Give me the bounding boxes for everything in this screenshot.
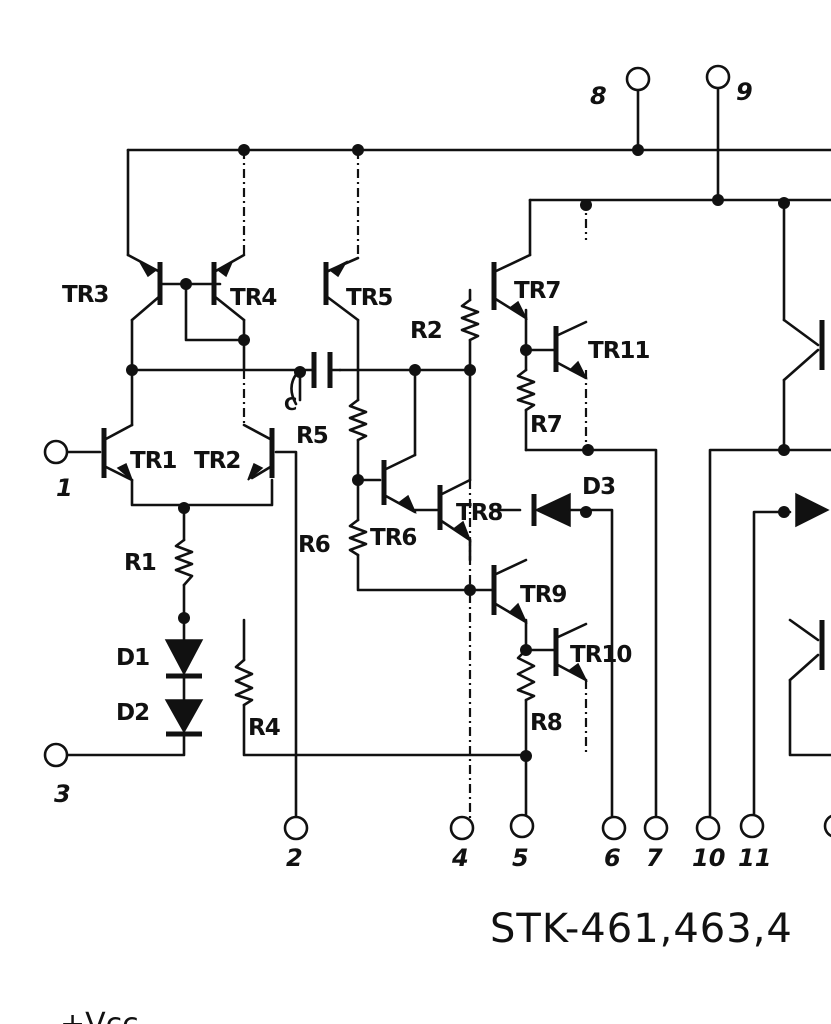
transistor-TR7 bbox=[491, 253, 532, 321]
label-C: C bbox=[284, 394, 297, 415]
pin-label-9: 9 bbox=[736, 78, 753, 106]
pin-7-terminal bbox=[643, 815, 669, 841]
transistor-partial-right-upper bbox=[782, 318, 825, 382]
label-TR6: TR6 bbox=[370, 525, 416, 551]
transistor-TR1 bbox=[101, 423, 134, 482]
capacitor-C bbox=[290, 352, 342, 406]
transistor-TR8 bbox=[437, 478, 472, 543]
pin-label-10: 10 bbox=[692, 844, 725, 872]
label-R8: R8 bbox=[530, 710, 562, 736]
pin-8-terminal bbox=[625, 66, 651, 92]
resistor-R2 bbox=[460, 298, 480, 342]
pin-label-5: 5 bbox=[512, 844, 529, 872]
label-R5: R5 bbox=[296, 423, 328, 449]
label-TR10: TR10 bbox=[570, 642, 631, 668]
label-R6: R6 bbox=[298, 532, 330, 558]
label-TR4: TR4 bbox=[230, 285, 276, 311]
diode-partial-right bbox=[795, 492, 830, 528]
transistor-partial-right-lower bbox=[788, 618, 825, 682]
pin-label-6: 6 bbox=[604, 844, 621, 872]
pin-label-11: 11 bbox=[738, 844, 771, 872]
label-TR3: TR3 bbox=[62, 282, 108, 308]
pin-label-7: 7 bbox=[646, 844, 663, 872]
label-TR1: TR1 bbox=[130, 448, 176, 474]
resistor-R7 bbox=[516, 368, 536, 412]
pin-5-terminal bbox=[509, 813, 535, 839]
diagram-title: STK-461,463,4 bbox=[490, 906, 793, 952]
label-TR8: TR8 bbox=[456, 500, 502, 526]
supply-label: +Vcc bbox=[60, 1007, 139, 1024]
label-R2: R2 bbox=[410, 318, 442, 344]
pin-partial-terminal bbox=[823, 814, 831, 838]
resistor-R6 bbox=[348, 518, 368, 557]
label-D1: D1 bbox=[116, 645, 149, 671]
component-labels: TR3 TR4 TR5 TR7 TR11 TR1 TR2 TR6 TR8 TR9… bbox=[62, 278, 650, 741]
pin-label-3: 3 bbox=[54, 780, 71, 808]
resistor-R8 bbox=[516, 648, 536, 702]
pin-labels: 8 9 1 3 2 4 5 6 7 10 11 bbox=[54, 78, 771, 872]
pin-10-terminal bbox=[695, 815, 721, 841]
transistor-TR2 bbox=[242, 423, 275, 481]
pin-label-2: 2 bbox=[286, 844, 303, 872]
resistor-R5 bbox=[348, 398, 368, 442]
label-R1: R1 bbox=[124, 550, 156, 576]
transistor-TR6 bbox=[381, 453, 417, 515]
resistor-R4 bbox=[234, 658, 254, 707]
junctions bbox=[126, 144, 790, 762]
pin-9-terminal bbox=[705, 64, 731, 90]
transistor-TR4 bbox=[211, 253, 246, 322]
pin-11-terminal bbox=[739, 813, 765, 839]
label-TR2: TR2 bbox=[194, 448, 240, 474]
pin-label-1: 1 bbox=[56, 474, 73, 502]
diode-D1 bbox=[164, 639, 204, 679]
transistor-TR10 bbox=[524, 622, 588, 683]
transistor-TR9 bbox=[468, 558, 528, 624]
label-TR5: TR5 bbox=[346, 285, 392, 311]
label-TR11: TR11 bbox=[588, 338, 649, 364]
resistor-R1 bbox=[174, 538, 194, 587]
label-R4: R4 bbox=[248, 715, 280, 741]
label-TR7: TR7 bbox=[514, 278, 560, 304]
pin-2-terminal bbox=[283, 815, 309, 841]
label-D2: D2 bbox=[116, 700, 149, 726]
diode-D2 bbox=[164, 699, 204, 737]
pin-6-terminal bbox=[601, 815, 627, 841]
pin-1-terminal bbox=[43, 439, 69, 465]
label-D3: D3 bbox=[582, 474, 615, 500]
pin-terminals bbox=[43, 64, 831, 841]
label-R7: R7 bbox=[530, 412, 562, 438]
pin-4-terminal bbox=[449, 815, 475, 841]
transistor-TR11 bbox=[524, 320, 588, 380]
pin-3-terminal bbox=[43, 742, 69, 768]
transistor-TR5 bbox=[323, 256, 360, 322]
diode-D3 bbox=[531, 492, 588, 528]
label-TR9: TR9 bbox=[520, 582, 566, 608]
pin-label-4: 4 bbox=[451, 844, 469, 872]
transistor-TR3 bbox=[126, 253, 163, 322]
pin-label-8: 8 bbox=[590, 82, 607, 110]
